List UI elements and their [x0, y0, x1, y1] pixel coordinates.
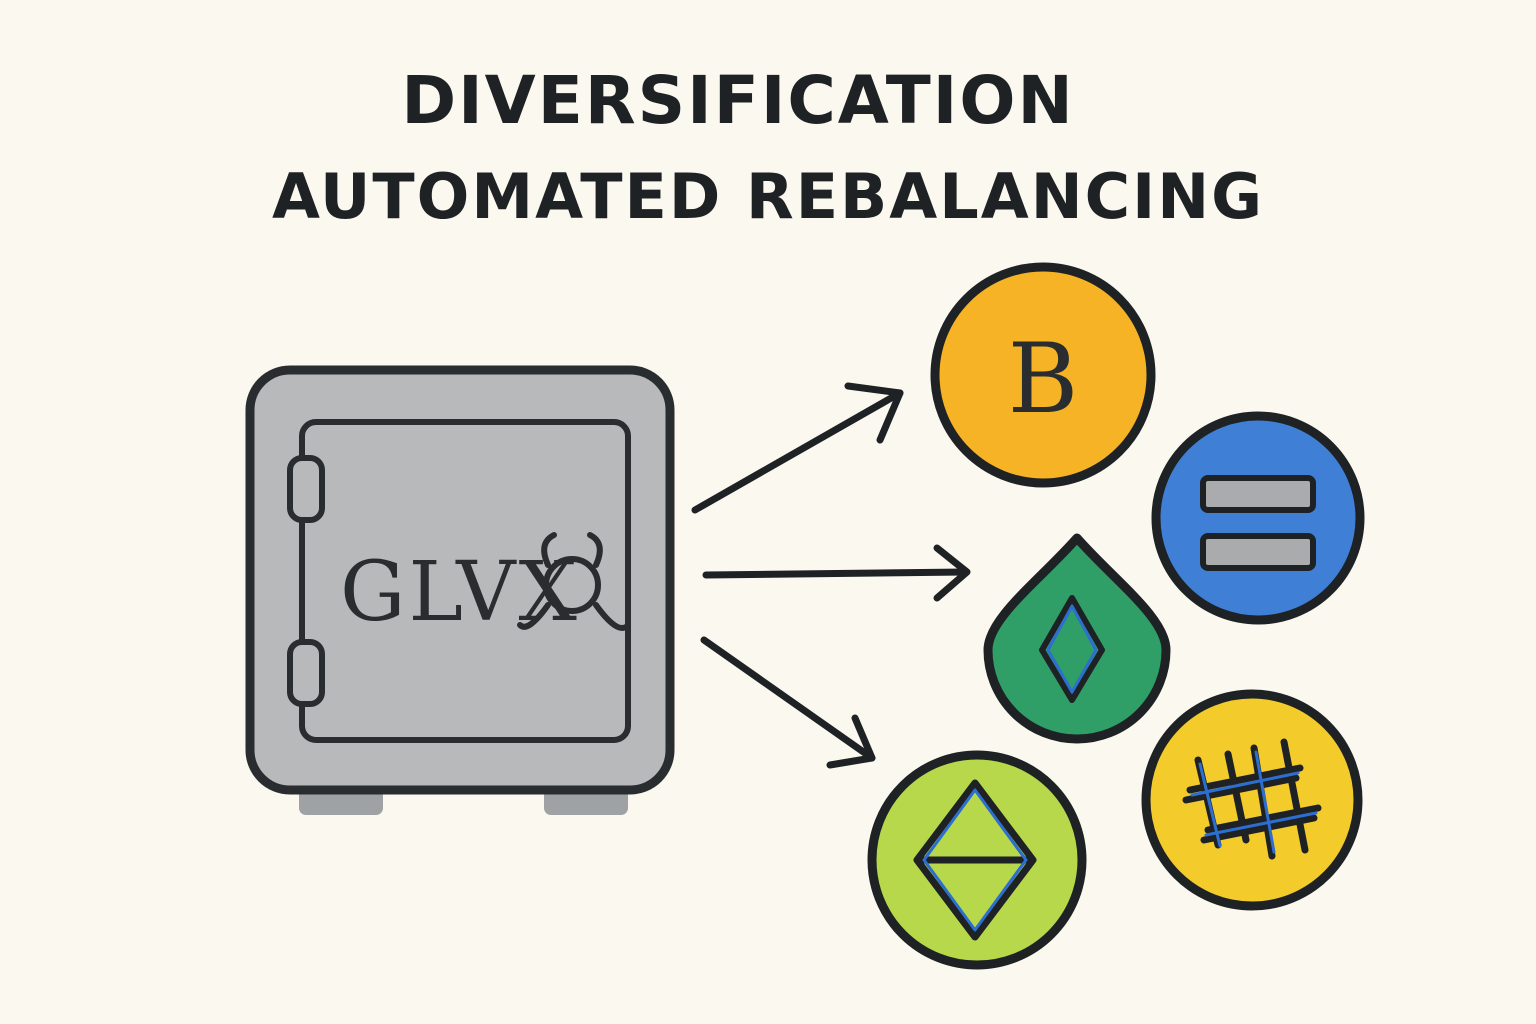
coin-green-drop-shape [983, 533, 1171, 744]
arrow-up-right-icon [691, 382, 904, 514]
coin-green-drop [983, 533, 1171, 744]
vault-label: GLVX [340, 545, 580, 640]
title-diversification: DIVERSIFICATION [401, 62, 1075, 139]
vault-handle-icon [517, 532, 629, 631]
title-automated-rebalancing: AUTOMATED REBALANCING [271, 160, 1265, 233]
bitcoin-b-icon: B [1008, 323, 1079, 435]
diamond-drop-icon [1039, 595, 1105, 703]
coin-bitcoin-circle [930, 262, 1156, 488]
arrow-down-right-icon [700, 636, 876, 769]
two-bars-icon [1200, 475, 1316, 571]
vault-hinge-bottom [287, 639, 325, 707]
vault-safe-icon: GLVX [245, 365, 675, 815]
triangle-diamond-icon [913, 779, 1037, 941]
coin-blue-circle [1151, 411, 1365, 625]
coin-lime-diamond [867, 750, 1087, 970]
arrow-right-icon [702, 544, 971, 602]
coin-yellow-grid [1141, 689, 1363, 911]
coin-blue-bars [1151, 411, 1365, 625]
coin-bitcoin: B [930, 262, 1156, 488]
coin-yellow-circle [1141, 689, 1363, 911]
ladder-grid-icon [1182, 738, 1322, 860]
arrows-group [691, 382, 971, 769]
vault-door [299, 419, 631, 743]
vault-body [245, 365, 675, 795]
vault-hinge-top [287, 455, 325, 523]
